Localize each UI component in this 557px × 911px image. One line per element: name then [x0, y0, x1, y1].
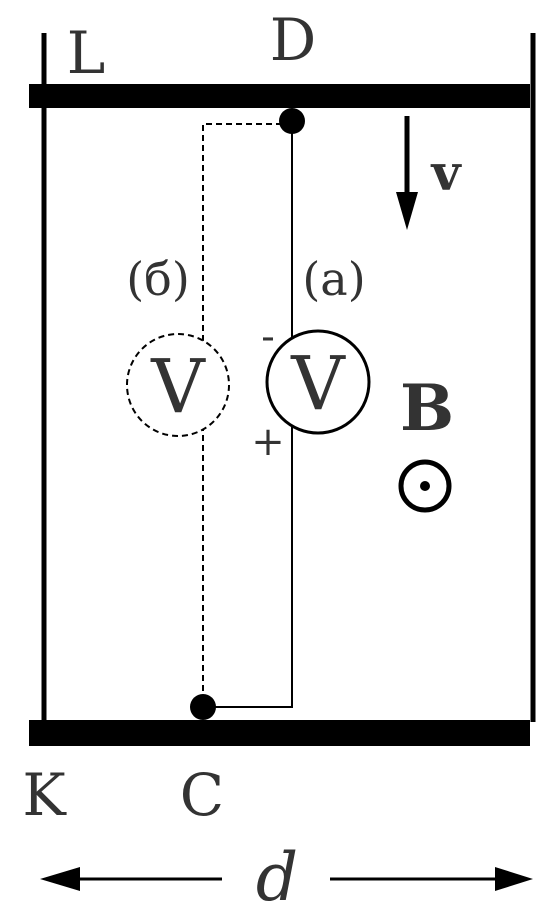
circuit-a-wire — [203, 120, 293, 708]
velocity-arrow-icon — [396, 116, 418, 230]
contact-dot-C — [190, 694, 216, 720]
width-dimension-arrow — [40, 867, 533, 891]
label-D: D — [270, 6, 317, 74]
label-L: L — [67, 19, 106, 87]
label-d: d — [256, 839, 298, 911]
label-circuit-a: (а) — [302, 252, 365, 306]
voltmeter-a-symbol: V — [290, 341, 346, 427]
voltmeter-b — [126, 333, 230, 437]
label-C: C — [180, 761, 224, 829]
voltmeter-a-minus: - — [261, 314, 275, 360]
bottom-bar-KC — [29, 720, 530, 746]
field-out-of-page-icon — [398, 459, 452, 513]
label-K: K — [22, 761, 67, 829]
voltmeter-a — [265, 329, 371, 435]
contact-dot-D — [279, 108, 305, 134]
label-B: B — [400, 371, 454, 446]
label-v: v — [430, 143, 462, 202]
voltmeter-b-symbol: V — [150, 344, 206, 430]
voltmeter-a-plus: + — [251, 419, 285, 465]
top-bar-LD — [29, 84, 530, 108]
label-circuit-b: (б) — [126, 252, 190, 306]
